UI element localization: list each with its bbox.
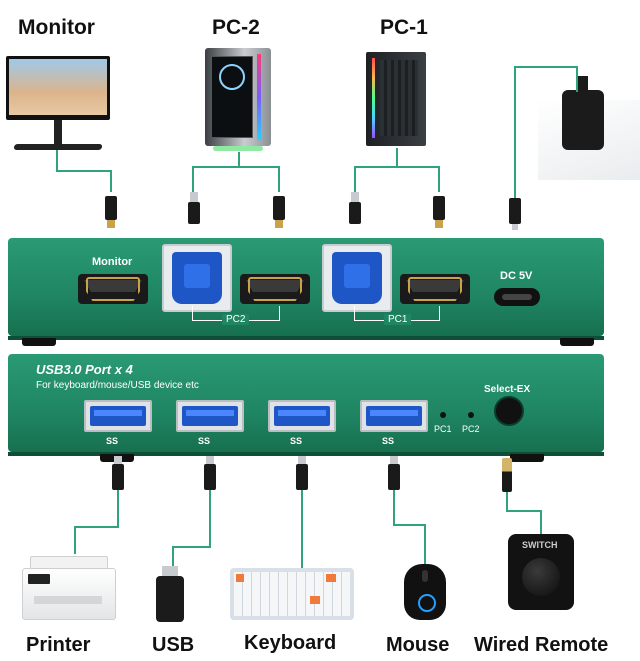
ss-mark-1: SS [106, 436, 119, 446]
power-adapter [562, 76, 604, 150]
usb-cable-plug-4 [388, 456, 400, 490]
usb-label: USB [152, 634, 195, 656]
pc2-group-label: PC2 [222, 314, 250, 325]
usb-cable-plug-2 [204, 456, 216, 490]
ss-mark-4: SS [382, 436, 395, 446]
pc1-led-label: PC1 [434, 424, 452, 434]
keyboard-label: Keyboard [244, 632, 337, 654]
pc1-hdmi-plug [433, 196, 445, 228]
usb-cable-plug-1 [112, 456, 124, 490]
monitor-hdmi-port[interactable] [78, 274, 148, 304]
ss-mark-2: SS [198, 436, 211, 446]
pc1-usb-b-port[interactable] [322, 244, 392, 312]
usb-a-port-2[interactable] [176, 400, 244, 432]
usb-a-port-3[interactable] [268, 400, 336, 432]
select-ex-label: Select-EX [484, 384, 531, 395]
pc2-tower [205, 48, 271, 152]
usb-a-port-4[interactable] [360, 400, 428, 432]
pc2-label: PC-2 [212, 16, 260, 39]
printer-device [22, 556, 116, 622]
pc2-hdmi-port[interactable] [240, 274, 310, 304]
dc-plug [509, 198, 521, 230]
front-title: USB3.0 Port x 4 [36, 362, 133, 377]
pc1-usb-plug [349, 192, 361, 224]
pc1-hdmi-port[interactable] [400, 274, 470, 304]
pc2-hdmi-plug [273, 196, 285, 228]
pc1-tower [366, 52, 426, 148]
audio-jack-plug [502, 458, 512, 492]
printer-label: Printer [26, 634, 91, 656]
pc1-led [440, 412, 446, 418]
ss-mark-3: SS [290, 436, 303, 446]
wired-remote-label: Wired Remote [474, 634, 609, 656]
usb-flash-drive [156, 566, 184, 622]
remote-label: SWITCH [522, 540, 558, 550]
pc2-usb-b-port[interactable] [162, 244, 232, 312]
keyboard-device [230, 568, 354, 620]
front-subtitle: For keyboard/mouse/USB device etc [36, 380, 199, 391]
pc2-led [468, 412, 474, 418]
pc1-group-label: PC1 [384, 314, 412, 325]
monitor-device [6, 56, 110, 156]
wired-remote[interactable]: SWITCH [508, 534, 574, 610]
select-ex-button[interactable] [494, 396, 524, 426]
monitor-hdmi-plug [105, 196, 117, 228]
pc1-label: PC-1 [380, 16, 428, 39]
dc-port[interactable] [494, 288, 540, 306]
mouse-label: Mouse [386, 634, 450, 656]
rear-monitor-port-label: Monitor [92, 256, 133, 268]
monitor-label: Monitor [18, 16, 95, 39]
pc2-usb-plug [188, 192, 200, 224]
usb-a-port-1[interactable] [84, 400, 152, 432]
pc2-led-label: PC2 [462, 424, 480, 434]
mouse-device [404, 564, 446, 620]
dc-label: DC 5V [500, 270, 533, 282]
usb-cable-plug-3 [296, 456, 308, 490]
